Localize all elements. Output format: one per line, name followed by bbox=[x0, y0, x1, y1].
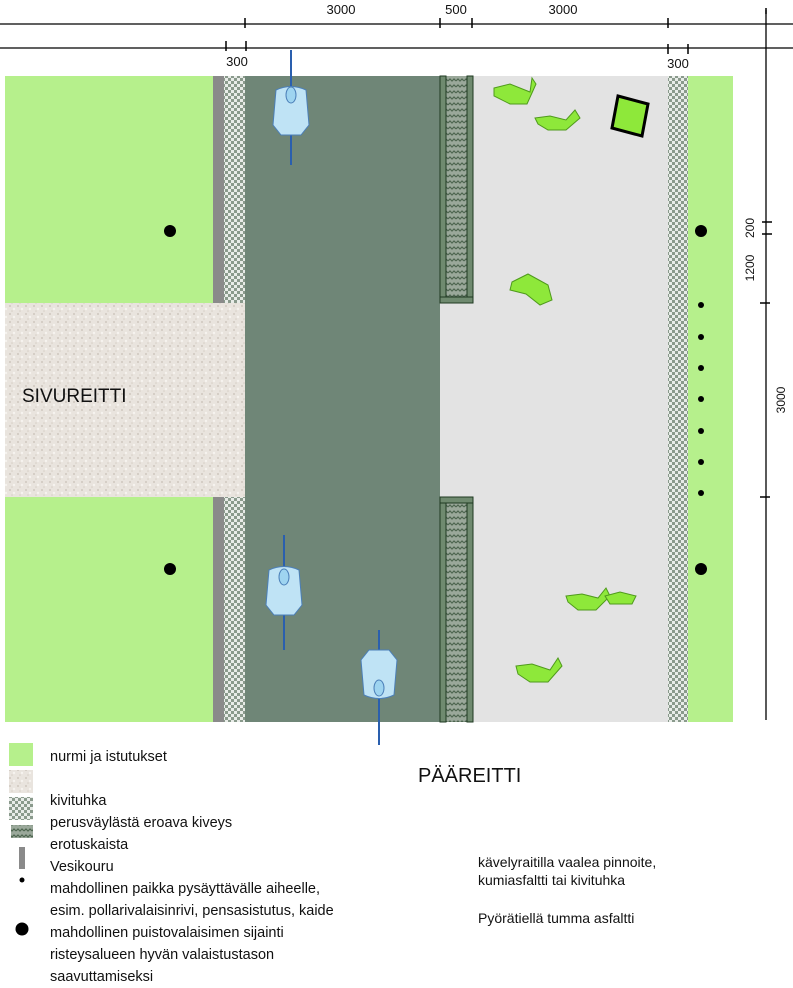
dimension-label: 3000 bbox=[774, 386, 788, 413]
dimension-label: 300 bbox=[226, 54, 248, 69]
note-line: Pyörätiellä tumma asfaltti bbox=[478, 910, 635, 926]
side-route-surface bbox=[5, 303, 245, 497]
legend-item: kivituhka bbox=[50, 793, 107, 809]
separator-strip-bottom bbox=[439, 496, 474, 723]
side-route-label: SIVUREITTI bbox=[22, 386, 127, 407]
pedestrian-icon bbox=[515, 657, 563, 683]
legend-item: risteysalueen hyvän valaistustason bbox=[50, 947, 275, 963]
legend-swatch-stone-dust bbox=[9, 797, 33, 820]
legend: nurmi ja istutukset kivituhka perusväylä… bbox=[50, 746, 334, 988]
pedestrian-icon bbox=[509, 273, 553, 306]
dimension-label: 3000 bbox=[327, 2, 356, 17]
legend-swatch-gutter bbox=[19, 847, 25, 869]
cyclist-icon bbox=[360, 630, 398, 745]
dimension-label: 200 bbox=[743, 218, 757, 238]
note-line: kävelyraitilla vaalea pinnoite, bbox=[478, 854, 657, 870]
legend-item bbox=[50, 768, 334, 790]
legend-swatch-grass bbox=[9, 743, 33, 766]
dimension-label: 300 bbox=[667, 56, 689, 71]
legend-item: saavuttamiseksi bbox=[50, 969, 154, 985]
separator-strip-top bbox=[439, 75, 474, 304]
legend-swatch-sand bbox=[9, 770, 33, 793]
dimension-lines bbox=[0, 8, 793, 720]
legend-swatch-paving bbox=[11, 825, 33, 838]
legend-item: erotuskaista bbox=[50, 837, 129, 853]
legend-item: mahdollinen paikka pysäyttävälle aiheell… bbox=[50, 881, 321, 897]
cycle-path bbox=[245, 76, 440, 722]
legend-item: esim. pollarivalaisinrivi, pensasistutus… bbox=[50, 903, 334, 919]
legend-item: Vesikouru bbox=[50, 859, 114, 875]
legend-item: mahdollinen puistovalaisimen sijainti bbox=[50, 925, 284, 941]
park-lamp-markers bbox=[164, 225, 707, 575]
dimension-label: 3000 bbox=[549, 2, 578, 17]
wheelchair-user-icon bbox=[610, 94, 650, 138]
cyclist-icon bbox=[272, 50, 310, 165]
pedestrian-icon bbox=[493, 76, 537, 105]
pedestrian-icon bbox=[604, 591, 637, 605]
stone-dust-strip-right bbox=[668, 76, 688, 722]
cyclist-icon bbox=[265, 535, 303, 650]
bollard-markers bbox=[698, 302, 704, 496]
dimension-label: 1200 bbox=[743, 254, 757, 281]
main-route-label: PÄÄREITTI bbox=[418, 765, 521, 787]
walkway bbox=[440, 76, 668, 722]
grass-right bbox=[688, 76, 733, 722]
note-line: kumiasfaltti tai kivituhka bbox=[478, 872, 626, 888]
legend-item: perusväylästä eroava kiveys bbox=[50, 815, 233, 831]
notes: kävelyraitilla vaalea pinnoite, kumiasfa… bbox=[478, 853, 656, 927]
legend-swatch-large-dot bbox=[15, 922, 29, 936]
legend-swatch-small-dot bbox=[19, 877, 25, 883]
legend-item: nurmi ja istutukset bbox=[50, 749, 167, 765]
pedestrian-icon bbox=[534, 109, 581, 131]
dimension-label: 500 bbox=[445, 2, 467, 17]
legend-swatches bbox=[9, 743, 33, 936]
